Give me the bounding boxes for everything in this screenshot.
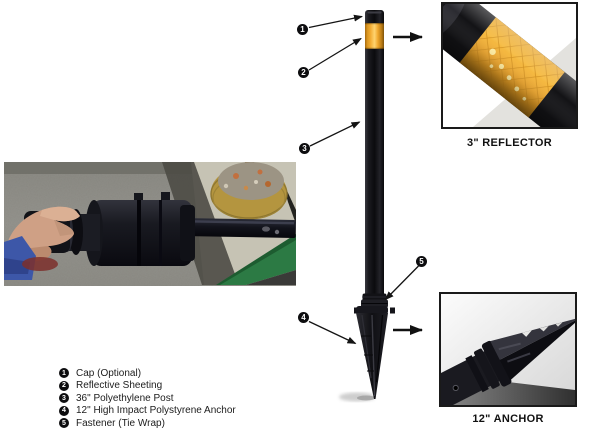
legend-label-5: Fastener (Tie Wrap) — [76, 417, 165, 429]
leader-fastener — [384, 265, 419, 301]
anchor-caption: 12" ANCHOR — [472, 413, 544, 425]
leader-sheeting — [308, 37, 362, 71]
callout-3-post: 3 — [299, 143, 310, 154]
legend-num-5: 5 — [59, 418, 69, 429]
legend-item-cap: 1 Cap (Optional) — [59, 367, 236, 380]
post-cap-highlight — [367, 11, 382, 14]
green-strip-edge — [216, 234, 296, 285]
legend-item-anchor: 4 12" High Impact Polystyrene Anchor — [59, 405, 236, 418]
leader-cap — [308, 14, 363, 29]
reflector-inset-art — [443, 4, 576, 127]
leader-post — [309, 121, 361, 147]
spike-shadow-core — [357, 395, 375, 401]
callout-lines — [308, 14, 419, 345]
callout-2-sheeting: 2 — [298, 67, 309, 78]
legend-item-sheeting: 2 Reflective Sheeting — [59, 380, 236, 393]
band-edge-bottom — [365, 47, 384, 49]
installation-photo-art — [4, 162, 296, 286]
anchor-spike-photo — [441, 317, 575, 405]
corner-shadow — [246, 270, 296, 285]
reflector-inset-photo — [441, 2, 578, 129]
reflector-cylinder — [443, 4, 576, 127]
reflector-caption: 3" REFLECTOR — [466, 137, 552, 149]
reflective-band — [365, 23, 384, 49]
legend-num-1: 1 — [59, 368, 69, 379]
callout-1-cap: 1 — [297, 24, 308, 35]
hand — [4, 206, 80, 280]
band-edge-top — [365, 23, 384, 25]
callout-4-anchor: 4 — [298, 312, 309, 323]
legend-label-2: Reflective Sheeting — [76, 380, 163, 392]
legend-num-3: 3 — [59, 393, 69, 404]
anchor-spike — [354, 306, 395, 399]
leader-anchor — [308, 320, 357, 345]
anchor-inset-art — [441, 294, 575, 405]
installation-photo — [4, 162, 296, 286]
legend-num-2: 2 — [59, 380, 69, 391]
callout-5-fastener: 5 — [416, 256, 427, 267]
post-tube — [179, 218, 296, 238]
fastener-collar — [361, 293, 388, 308]
post-body-lower — [365, 16, 384, 296]
anchor-inset-photo — [439, 292, 577, 407]
parts-legend: 1 Cap (Optional) 2 Reflective Sheeting 3… — [59, 367, 236, 430]
legend-label-1: Cap (Optional) — [76, 367, 142, 379]
legend-label-4: 12" High Impact Polystyrene Anchor — [76, 405, 236, 417]
legend-item-fastener: 5 Fastener (Tie Wrap) — [59, 417, 236, 430]
wire-spool — [210, 162, 288, 220]
legend-num-4: 4 — [59, 405, 69, 416]
legend-item-post: 3 36" Polyethylene Post — [59, 392, 236, 405]
legend-label-3: 36" Polyethylene Post — [76, 392, 174, 404]
